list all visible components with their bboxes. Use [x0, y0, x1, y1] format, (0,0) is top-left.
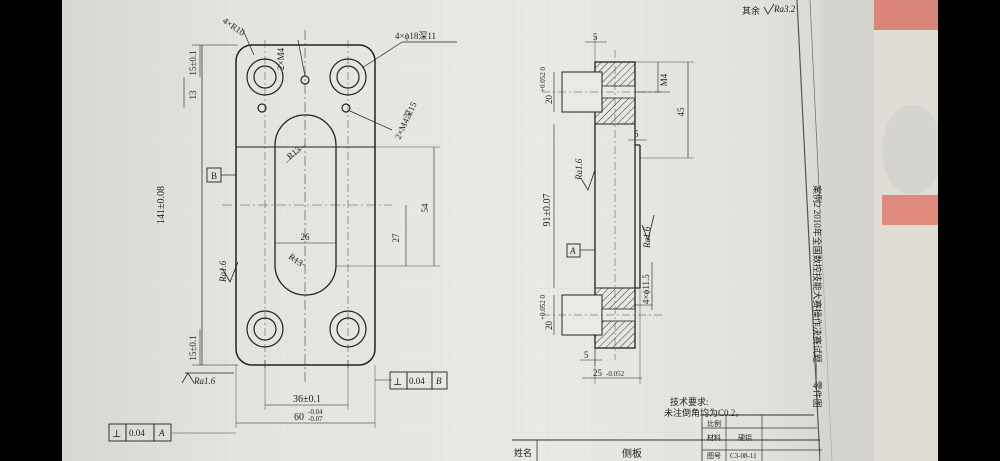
- side-dim-5-mid: 5: [634, 129, 639, 139]
- perp-left-value: 0.04: [129, 428, 145, 438]
- spine-text: 案例2 2010年全国数控技能大赛操作决赛试题——零件图: [812, 185, 823, 408]
- red-object-lower: [882, 195, 938, 225]
- drawing-photo: 其余 Ra3.2: [62, 0, 938, 461]
- cbore-holes-label: 4×ϕ18深11: [395, 31, 436, 41]
- tech-req-title: 技术要求:: [670, 396, 709, 407]
- side-dim-91: 91±0.07: [542, 194, 553, 227]
- perp-right-value: 0.04: [409, 376, 425, 386]
- dim-141: 141±0.08: [156, 186, 167, 224]
- perp-frame-right: ⊥ 0.04 B: [389, 371, 448, 390]
- dim-15-bottom: 15±0.1: [188, 335, 198, 360]
- side-dim-20-top: 20: [544, 95, 554, 105]
- title-material-label: 材料: [707, 433, 721, 442]
- title-material-value: 硬铝: [738, 433, 752, 442]
- perp-left-datum: A: [158, 428, 165, 438]
- title-drawing-no-label: 图号: [707, 452, 721, 460]
- dim-26: 26: [301, 232, 311, 242]
- tech-req-line: 未注倒角均为C0.2。: [664, 407, 744, 418]
- side-m4: M4: [659, 73, 669, 86]
- side-view: 5 20 +0.052 0 M4 45 5 Ra1.6 91±0.07 A Ra…: [539, 32, 694, 384]
- side-dim-20-bottom: 20: [544, 321, 554, 331]
- side-ra-mid: Ra1.6: [642, 226, 652, 249]
- glass-object: [882, 105, 938, 195]
- side-holes-label: 4×ϕ11.5: [641, 274, 651, 304]
- side-dim-25-tol: -0.052: [606, 370, 625, 378]
- cbore-hole-top-left: [246, 58, 284, 96]
- cbore-hole-bottom-right: [329, 310, 367, 348]
- side-dim-5-top: 5: [593, 32, 598, 42]
- perp-frame-left: ⊥ 0.04 A: [108, 423, 172, 442]
- perp-right-symbol: ⊥: [393, 377, 402, 388]
- ra-left: Ra1.6: [218, 260, 228, 283]
- cbore-hole-top-right: [329, 58, 367, 96]
- title-scale-label: 比例: [707, 419, 721, 428]
- datum-b: B: [211, 171, 217, 181]
- perp-right-datum: B: [436, 376, 442, 386]
- title-name-label: 姓名: [514, 447, 532, 458]
- side-dim-20-top-tol: +0.052 0: [539, 67, 547, 92]
- side-dim-5-bottom: 5: [584, 350, 589, 360]
- ra-bottom: Ra1.6: [193, 376, 216, 386]
- dim-60: 60: [294, 412, 304, 423]
- tap-hole-left: [257, 103, 267, 113]
- perp-left-symbol: ⊥: [112, 429, 121, 440]
- cbore-hole-bottom-left: [246, 310, 284, 348]
- dim-15-top: 15±0.1: [188, 50, 198, 75]
- tap-hole-right: [341, 103, 351, 113]
- dim-54: 54: [420, 203, 430, 213]
- dim-60-tol-lower: -0.07: [308, 415, 323, 423]
- red-object: [874, 0, 938, 30]
- dim-60-tol-upper: -0.04: [308, 408, 323, 416]
- engineering-drawing: 其余 Ra3.2: [62, 0, 938, 461]
- side-dim-45: 45: [676, 107, 686, 117]
- dim-13: 13: [188, 90, 198, 100]
- dim-27: 27: [391, 233, 401, 243]
- tap-holes-top-label: 2×M4: [276, 47, 286, 70]
- title-block: 姓名 侧板 比例 材料 硬铝 图号 C3-08-11: [512, 414, 822, 461]
- dim-36: 36±0.1: [293, 394, 321, 405]
- side-dim-25: 25: [593, 368, 603, 378]
- title-drawing-no-value: C3-08-11: [730, 452, 757, 460]
- top-roughness-value: Ra3.2: [773, 4, 796, 14]
- side-ra-top: Ra1.6: [574, 158, 584, 181]
- front-view: 4×R10 4×ϕ18深11 2×M4 2×M4深15 141±0.08 15±…: [108, 15, 457, 442]
- side-datum-a: A: [569, 246, 576, 256]
- side-dim-20-bottom-tol: +0.052 0: [539, 295, 547, 320]
- top-roughness-note: 其余: [742, 5, 760, 16]
- title-part-name: 侧板: [622, 447, 642, 460]
